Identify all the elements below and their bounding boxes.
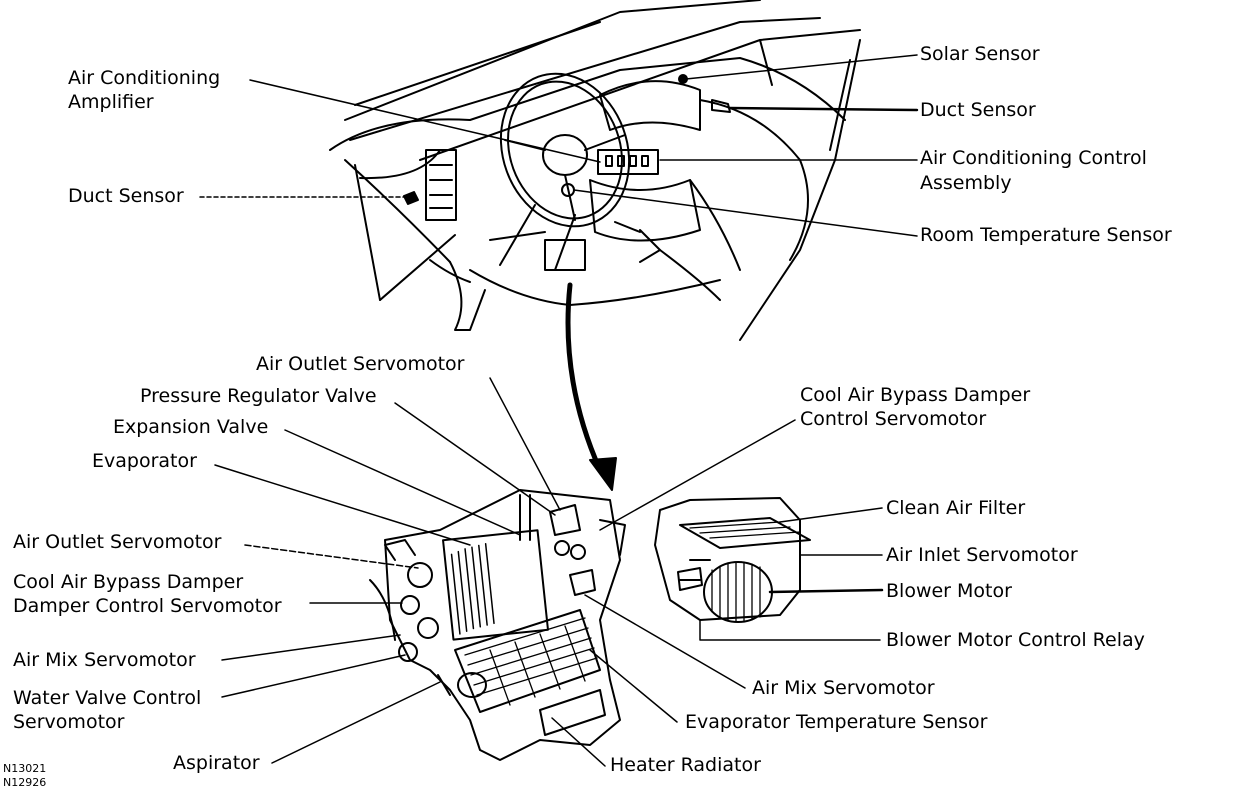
label-heater-radiator: Heater Radiator [610, 754, 761, 776]
label-cool-air-bypass-right-line1: Cool Air Bypass Damper [800, 384, 1031, 406]
label-clean-air-filter: Clean Air Filter [886, 497, 1026, 519]
blower-unit-drawing [654, 497, 884, 641]
label-ac-amplifier-line1: Air Conditioning [68, 67, 221, 89]
label-air-mix-servomotor-left: Air Mix Servomotor [13, 649, 196, 671]
label-solar-sensor: Solar Sensor [920, 43, 1040, 65]
label-cool-air-bypass-left-line1: Cool Air Bypass Damper [13, 571, 244, 593]
label-ac-amplifier-line2: Amplifier [68, 91, 154, 113]
label-cool-air-bypass-left-line2: Damper Control Servomotor [13, 595, 282, 617]
label-room-temperature-sensor: Room Temperature Sensor [920, 224, 1172, 246]
label-ac-control-assembly-line2: Assembly [920, 172, 1012, 194]
label-blower-motor-control-relay: Blower Motor Control Relay [886, 629, 1145, 651]
curved-arrow [565, 282, 617, 491]
label-expansion-valve: Expansion Valve [113, 416, 269, 438]
label-water-valve-line2: Servomotor [13, 711, 125, 733]
label-air-outlet-servomotor-top: Air Outlet Servomotor [256, 353, 465, 375]
label-evaporator-temperature-sensor: Evaporator Temperature Sensor [685, 711, 988, 733]
label-air-mix-servomotor-right: Air Mix Servomotor [752, 677, 935, 699]
dashboard-drawing [199, 0, 919, 341]
label-duct-sensor-left: Duct Sensor [68, 185, 184, 207]
label-evaporator: Evaporator [92, 450, 197, 472]
label-duct-sensor-right: Duct Sensor [920, 99, 1036, 121]
label-cool-air-bypass-right-line2: Control Servomotor [800, 408, 987, 430]
label-pressure-regulator-valve: Pressure Regulator Valve [140, 385, 377, 407]
label-air-outlet-servomotor-left: Air Outlet Servomotor [13, 531, 222, 553]
reference-code-2: N12926 [3, 776, 47, 789]
label-aspirator: Aspirator [173, 752, 260, 774]
label-ac-control-assembly-line1: Air Conditioning Control [920, 147, 1147, 169]
label-blower-motor: Blower Motor [886, 580, 1012, 602]
hvac-unit-drawing [214, 377, 796, 767]
label-water-valve-line1: Water Valve Control [13, 687, 202, 709]
label-air-inlet-servomotor: Air Inlet Servomotor [886, 544, 1078, 566]
reference-code-1: N13021 [3, 762, 47, 775]
